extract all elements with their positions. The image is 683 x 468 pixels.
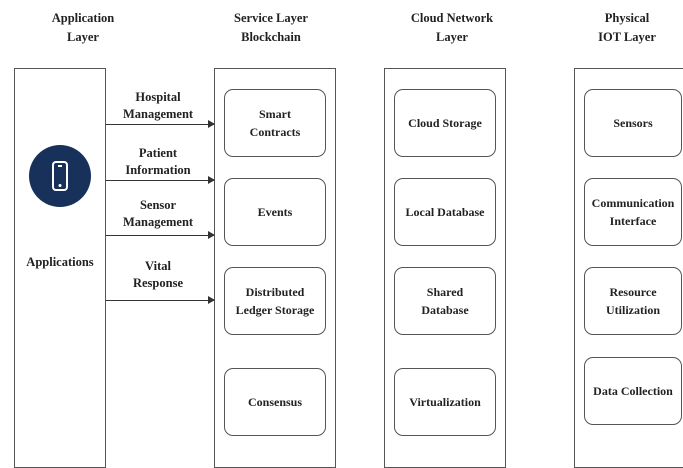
cloud-box-virtualization: Virtualization xyxy=(394,368,496,436)
service-box-events: Events xyxy=(224,178,326,246)
flow-arrow-hospital-management xyxy=(106,120,215,128)
flow-arrow-vital-response xyxy=(106,296,215,304)
flow-label-vital-response: Vital Response xyxy=(132,259,183,290)
service-box-consensus: Consensus xyxy=(224,368,326,436)
physical-box-communication-interface: Communication Interface xyxy=(584,178,682,246)
cloud-box-cloud-storage: Cloud Storage xyxy=(394,89,496,157)
flow-arrow-patient-information xyxy=(106,176,215,184)
cloud-box-local-database: Local Database xyxy=(394,178,496,246)
flow-label-hospital-management: Hospital Management xyxy=(122,90,194,121)
service-box-smart-contracts: Smart Contracts xyxy=(224,89,326,157)
physical-box-resource-utilization: Resource Utilization xyxy=(584,267,682,335)
application-layer-panel xyxy=(14,68,106,468)
flow-label-sensor-management: Sensor Management xyxy=(122,198,194,229)
header-physical-iot-layer: Physical IOT Layer xyxy=(598,11,656,44)
smartphone-icon xyxy=(29,145,91,207)
physical-box-data-collection: Data Collection xyxy=(584,357,682,425)
service-box-distributed-ledger-storage: Distributed Ledger Storage xyxy=(224,267,326,335)
flow-label-patient-information: Patient Information xyxy=(125,146,191,177)
physical-box-sensors: Sensors xyxy=(584,89,682,157)
header-application-layer: Application Layer xyxy=(51,11,115,44)
flow-arrow-sensor-management xyxy=(106,231,215,239)
applications-label: Applications xyxy=(26,255,94,269)
header-cloud-network-layer: Cloud Network Layer xyxy=(410,11,494,44)
header-service-layer: Service Layer Blockchain xyxy=(234,11,308,44)
cloud-box-shared-database: Shared Database xyxy=(394,267,496,335)
